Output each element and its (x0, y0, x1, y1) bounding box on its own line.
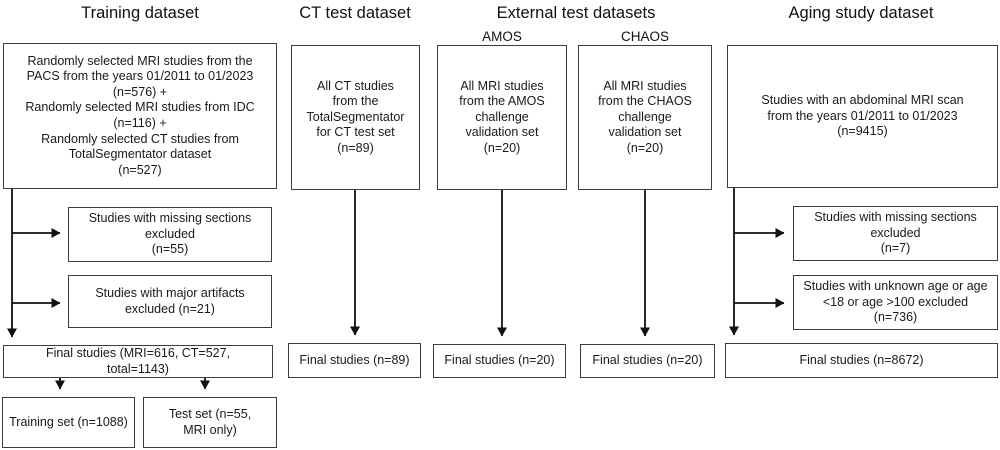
ct-test-source-box: All CT studies from the TotalSegmentator… (291, 45, 420, 190)
aging-column-header: Aging study dataset (788, 4, 934, 22)
external-test-column-header: External test datasets (496, 4, 656, 22)
training-set-box: Training set (n=1088) (2, 397, 135, 448)
aging-source-box: Studies with an abdominal MRI scan from … (727, 45, 998, 188)
amos-final-studies-box: Final studies (n=20) (433, 344, 566, 378)
ct-test-column-header: CT test dataset (299, 4, 411, 22)
test-set-box: Test set (n=55, MRI only) (143, 397, 277, 448)
aging-final-studies-box: Final studies (n=8672) (725, 343, 998, 378)
aging-exclusion-box-missing-sections: Studies with missing sections excluded (… (793, 206, 998, 261)
amos-subheader: AMOS (482, 29, 522, 44)
training-exclusion-box-artifacts: Studies with major artifacts excluded (n… (68, 275, 272, 328)
ct-test-final-studies-box: Final studies (n=89) (288, 343, 421, 378)
aging-exclusion-box-age: Studies with unknown age or age <18 or a… (793, 275, 998, 330)
training-final-studies-box: Final studies (MRI=616, CT=527, total=11… (3, 345, 273, 378)
chaos-final-studies-box: Final studies (n=20) (580, 344, 715, 378)
chaos-source-box: All MRI studies from the CHAOS challenge… (578, 45, 712, 190)
amos-source-box: All MRI studies from the AMOS challenge … (437, 45, 567, 190)
training-column-header: Training dataset (81, 4, 199, 22)
training-exclusion-box-missing-sections: Studies with missing sections excluded (… (68, 207, 272, 262)
training-source-box: Randomly selected MRI studies from the P… (3, 43, 277, 189)
chaos-subheader: CHAOS (620, 29, 669, 44)
